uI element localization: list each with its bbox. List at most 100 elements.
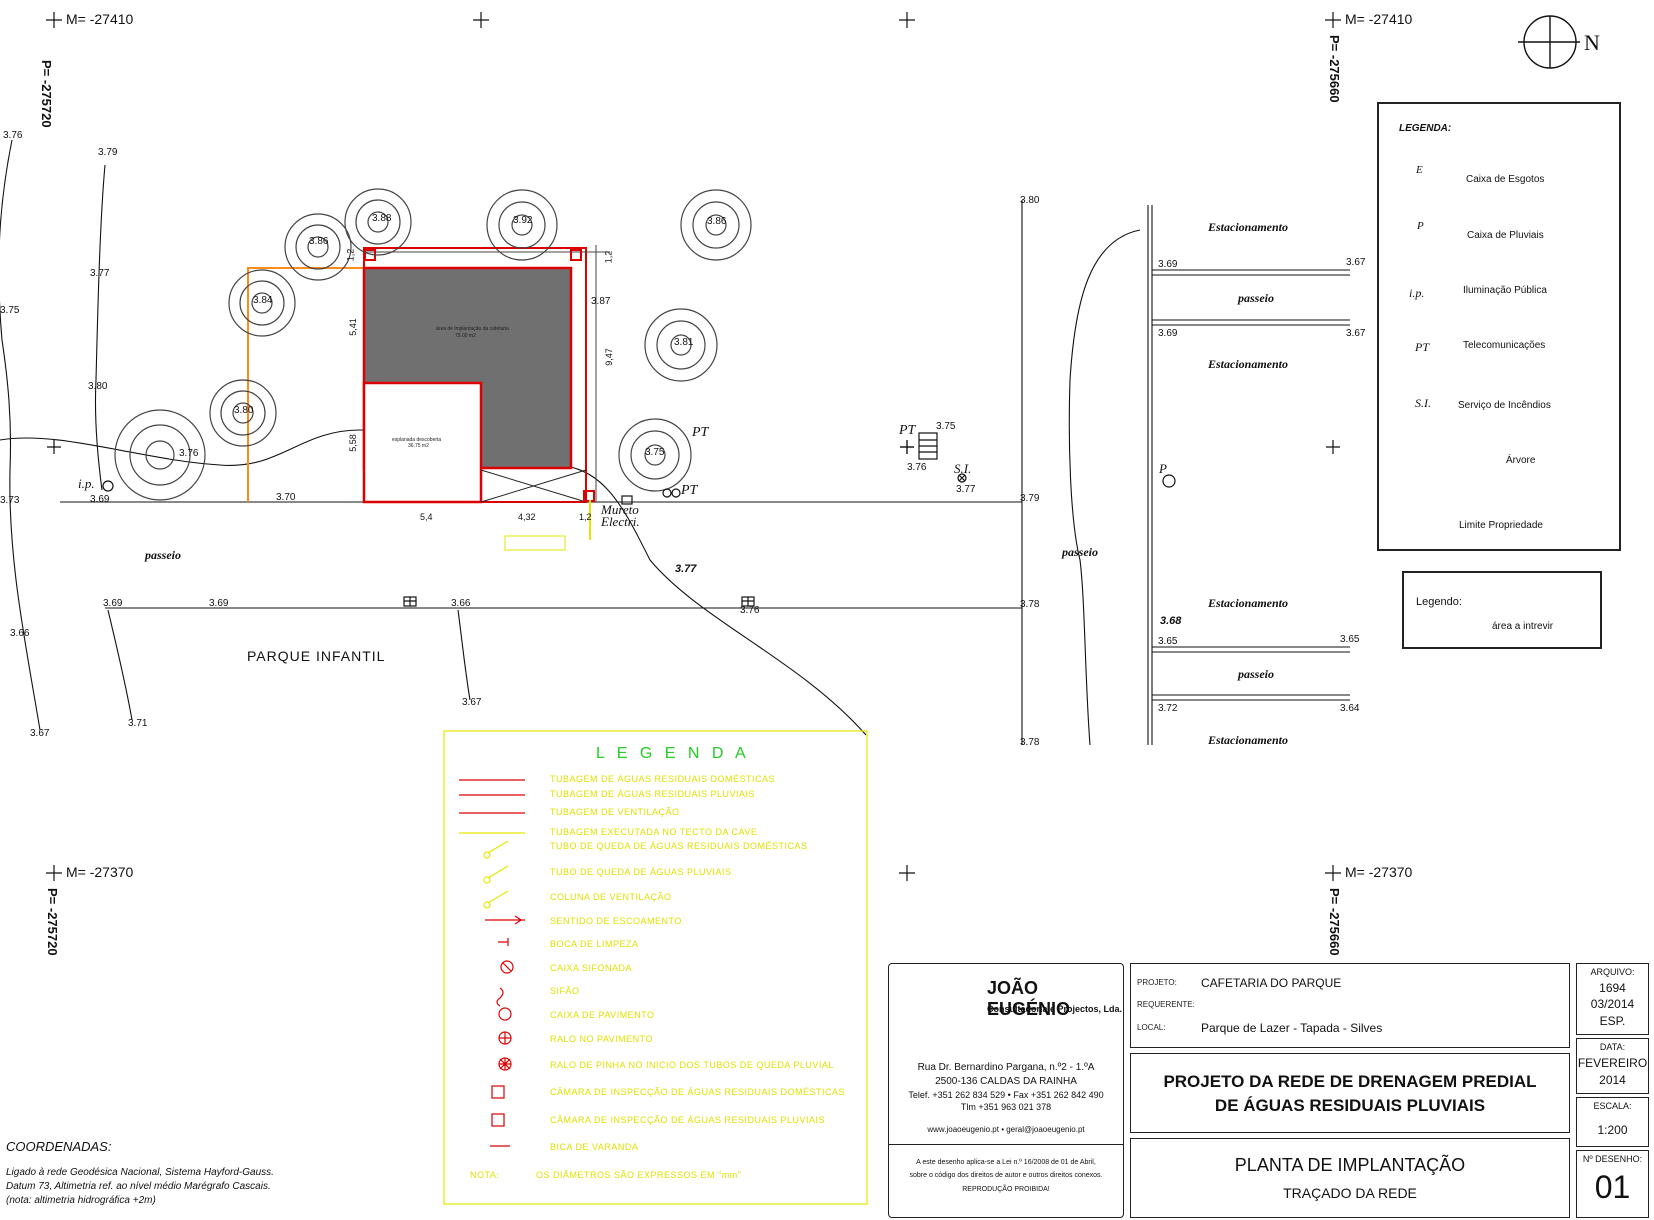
elevation-label: 3.67 — [1346, 257, 1366, 268]
elevation-label: 3.76 — [3, 130, 23, 141]
legend2-box: Legendo: área a intrevir — [1402, 571, 1602, 649]
company-box: JOÃO EUGÉNIO Consultadoria e Projectos, … — [888, 963, 1124, 1218]
yellow-legend-item: SIFÃO — [550, 986, 580, 996]
company-name: JOÃO EUGÉNIO — [987, 978, 1071, 1019]
yellow-legend-item: SENTIDO DE ESCOAMENTO — [550, 916, 682, 926]
elevation-label: 3.75 — [0, 305, 20, 316]
yellow-legend-title: L E G E N D A — [596, 745, 750, 762]
elevation-label: 3.77 — [90, 268, 110, 279]
elevation-label: 3.64 — [1340, 703, 1360, 714]
elevation-label: 3.69 — [1158, 259, 1178, 270]
data-year: 2014 — [1599, 1073, 1626, 1087]
elevation-label: 3.65 — [1340, 634, 1360, 645]
copyright-line: REPRODUÇÃO PROIBIDA! — [962, 1186, 1050, 1193]
passeio-label-2: passeio — [1062, 545, 1098, 559]
north-label: N — [1584, 30, 1600, 55]
yellow-legend-item: TUBAGEM DE ÁGUAS RESIDUAIS PLUVIAIS — [550, 789, 756, 799]
coordenadas-title: COORDENADAS: — [6, 1139, 112, 1154]
elevation-label: 3.92 — [513, 215, 533, 226]
electri-label: Electri. — [601, 514, 640, 529]
company-phone: Telef. +351 262 834 529 • Fax +351 262 8… — [908, 1090, 1104, 1100]
projeto-label: PROJETO: — [1137, 978, 1177, 987]
company-subtitle: Consultadoria e Projectos, Lda. — [987, 1004, 1123, 1014]
escala-label: ESCALA: — [1593, 1101, 1632, 1111]
requerente-label: REQUERENTE: — [1137, 1000, 1195, 1009]
elevation-label: 3.79 — [1020, 493, 1040, 504]
elevation-label: 3.80 — [234, 405, 254, 416]
legend-item: Serviço de Incêndios — [1458, 400, 1551, 411]
elevation-label: 3.69 — [103, 598, 123, 609]
elevation-label: 3.80 — [88, 381, 108, 392]
copyright-line: sobre o código dos direitos de autor e o… — [909, 1172, 1103, 1179]
pt-label-3: PT — [899, 423, 916, 438]
park-label: PARQUE INFANTIL — [247, 648, 386, 664]
legend-box: LEGENDA: E P i.p. PT S.I. Caixa de Esgot… — [1377, 102, 1621, 551]
yellow-legend-item: CAIXA DE PAVIMENTO — [550, 1010, 655, 1020]
estacionamento-label-4: Estacionamento — [1208, 733, 1289, 747]
legend-item: Iluminação Pública — [1463, 285, 1547, 296]
coordenadas-line: Datum 73, Altimetria ref. ao nível médio… — [6, 1181, 271, 1192]
coord-m-bottom-right: M= -27370 — [1345, 864, 1413, 880]
elevation-label: 3.66 — [451, 598, 471, 609]
coord-p-left-top: P= -275720 — [39, 60, 54, 128]
yellow-legend-item: BICA DE VARANDA — [550, 1142, 639, 1152]
sheet-title-box: PLANTA DE IMPLANTAÇÃO TRAÇADO DA REDE — [1130, 1138, 1570, 1218]
escala-box: ESCALA: 1:200 — [1576, 1097, 1649, 1147]
elevation-label: 3.69 — [209, 598, 229, 609]
north-arrow-icon — [1518, 15, 1580, 69]
elevation-label: 3.87 — [591, 296, 611, 307]
elevation-label: 3.71 — [128, 718, 148, 729]
coord-m-top-right: M= -27410 — [1345, 11, 1413, 27]
elevation-label: 3.75 — [936, 421, 956, 432]
elevation-label: 3.80 — [1020, 195, 1040, 206]
elevation-label: 3.79 — [98, 147, 118, 158]
elevation-label: 3.78 — [1020, 737, 1040, 748]
elevation-label: 3.77 — [675, 563, 697, 575]
yellow-legend-note: OS DIÂMETROS SÃO EXPRESSOS EM "mm" — [536, 1170, 742, 1180]
copyright-line: A este desenho aplica-se a Lei n.º 16/20… — [916, 1159, 1096, 1166]
grid-crosses — [46, 12, 1341, 881]
dim-label: 5,4 — [420, 512, 433, 522]
company-address2: 2500-136 CALDAS DA RAINHA — [935, 1076, 1077, 1087]
elevation-label: 3.76 — [179, 448, 199, 459]
project-info-box: PROJETO: CAFETARIA DO PARQUE REQUERENTE:… — [1130, 963, 1570, 1048]
building-area: 75.00 m2 — [455, 333, 476, 339]
desenho-number: 01 — [1594, 1169, 1631, 1205]
mureto-label: Mureto — [601, 502, 639, 517]
coord-p-right-top: P= -275660 — [1327, 35, 1342, 103]
projeto-value: CAFETARIA DO PARQUE — [1201, 976, 1342, 990]
elevation-label: 3.69 — [90, 494, 110, 505]
p-label: P — [1159, 461, 1167, 476]
yellow-legend-item: TUBAGEM DE ÁGUAS RESIDUAIS DOMÉSTICAS — [550, 774, 776, 784]
dim-label: 4,32 — [518, 512, 536, 522]
yellow-legend-item: RALO NO PAVIMENTO — [550, 1034, 654, 1044]
local-label: LOCAL: — [1137, 1023, 1166, 1032]
contour-lines — [0, 139, 1141, 746]
ip-label: i.p. — [78, 476, 95, 491]
esplanade — [362, 381, 483, 504]
elevation-label: 3.77 — [956, 484, 976, 495]
company-address1: Rua Dr. Bernardino Pargana, n.º2 - 1.ºA — [917, 1062, 1095, 1073]
data-box: DATA: FEVEREIRO 2014 — [1576, 1038, 1649, 1094]
yellow-legend-item: TUBAGEM DE VENTILAÇÃO — [550, 807, 680, 817]
legend-item: Telecomunicações — [1463, 340, 1546, 351]
yellow-legend-item: CÂMARA DE INSPECÇÃO DE ÁGUAS RESIDUAIS D… — [550, 1087, 846, 1097]
elevation-label: 3.67 — [30, 728, 50, 739]
legend-item: Caixa de Pluviais — [1467, 230, 1544, 241]
arquivo-label: ARQUIVO: — [1590, 967, 1635, 977]
yellow-legend-item: CÂMARA DE INSPECÇÃO DE ÁGUAS RESIDUAIS P… — [550, 1115, 826, 1125]
dim-label: 5,41 — [347, 318, 358, 336]
coordenadas-line: Ligado à rede Geodésica Nacional, Sistem… — [6, 1167, 274, 1178]
data-label: DATA: — [1599, 1042, 1626, 1052]
area-outline — [363, 247, 587, 503]
elevation-label: 3.76 — [740, 605, 760, 616]
coord-m-bottom-left: M= -27370 — [66, 864, 134, 880]
arquivo-date: 03/2014 — [1590, 997, 1635, 1011]
elevation-label: 3.70 — [276, 492, 296, 503]
estacionamento-label-2: Estacionamento — [1208, 357, 1289, 371]
yellow-legend-item: CAIXA SIFONADA — [550, 963, 633, 973]
dim-label: 1,2 — [603, 250, 614, 264]
legend-symbol-ip: i.p. — [1409, 286, 1425, 300]
data-month: FEVEREIRO — [1577, 1056, 1648, 1070]
elevation-label: 3.68 — [1160, 615, 1182, 627]
